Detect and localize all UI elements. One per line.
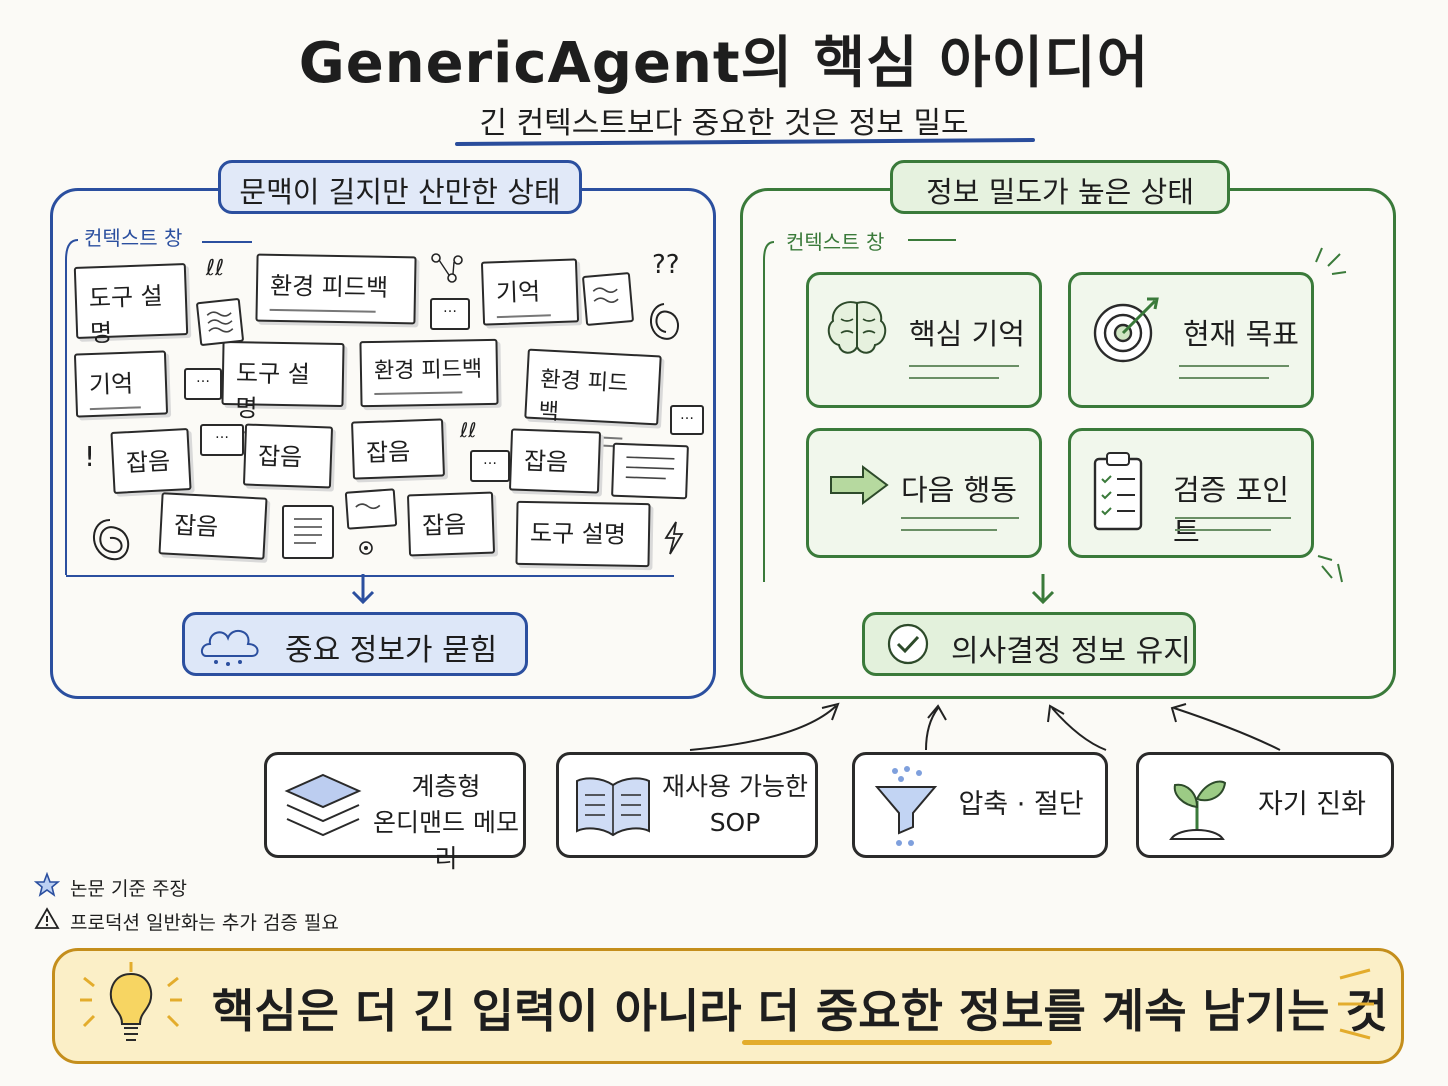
page-subtitle: 긴 컨텍스트보다 중요한 것은 정보 밀도 bbox=[479, 106, 969, 141]
note-noise-6: 잡음 bbox=[406, 491, 496, 557]
card-verification-points: 검증 포인트 bbox=[1068, 428, 1314, 558]
question-marks-icon: ?? bbox=[652, 250, 680, 280]
cloud-dots-icon bbox=[200, 629, 259, 666]
footnote-production-caveat: 프로덕션 일반화는 추가 검증 필요 bbox=[70, 912, 339, 934]
book-icon bbox=[576, 777, 650, 837]
card-core-memory-label: 핵심 기억 bbox=[909, 317, 1025, 351]
note-noise-5: 잡음 bbox=[158, 492, 268, 560]
card-next-action-label: 다음 행동 bbox=[901, 473, 1017, 507]
card-underline bbox=[909, 377, 999, 379]
ellipsis-bubble-icon: … bbox=[430, 298, 470, 330]
feature-line2: 온디맨드 메모리 bbox=[373, 808, 519, 873]
ellipsis-bubble-icon: … bbox=[200, 424, 244, 456]
feature-line1: 재사용 가능한 bbox=[662, 772, 808, 801]
dense-context-title: 정보 밀도가 높은 상태 bbox=[890, 160, 1230, 214]
note-memory-1: 기억 bbox=[480, 258, 580, 326]
feature-compression-truncation: 압축 · 절단 bbox=[852, 752, 1108, 858]
card-underline bbox=[1175, 529, 1271, 531]
scribble-note-icon bbox=[581, 272, 635, 326]
ellipsis-bubble-icon: … bbox=[670, 405, 704, 435]
feature-line1: 계층형 bbox=[411, 772, 481, 801]
left-context-bottom-line bbox=[66, 575, 674, 577]
squiggle-icon: ℓℓ bbox=[206, 256, 225, 281]
card-underline bbox=[901, 517, 1019, 519]
sparkle-lines-icon bbox=[1338, 968, 1374, 1040]
down-arrow-icon bbox=[1031, 574, 1055, 605]
footnote-paper-claim: 논문 기준 주장 bbox=[70, 878, 187, 900]
note-tool-description-2: 도구 설명 bbox=[221, 340, 345, 435]
key-takeaway-text: 핵심은 더 긴 입력이 아니라 더 중요한 정보를 계속 남기는 것 bbox=[212, 984, 1388, 1038]
feature-line1: 압축 · 절단 bbox=[958, 789, 1084, 820]
left-context-window-label: 컨텍스트 창 bbox=[84, 226, 183, 250]
key-takeaway-banner bbox=[52, 948, 1404, 1064]
card-current-goal: 현재 목표 bbox=[1068, 272, 1314, 408]
down-arrow-icon bbox=[351, 574, 375, 605]
ellipsis-bubble-icon: … bbox=[184, 368, 222, 400]
scatter-nodes-icon bbox=[431, 253, 463, 283]
note-noise-2: 잡음 bbox=[242, 423, 334, 489]
sparkle-lines-icon bbox=[1315, 247, 1347, 275]
tangle-scribble-icon bbox=[93, 519, 130, 561]
feature-line2: SOP bbox=[709, 808, 761, 837]
card-underline bbox=[1175, 517, 1291, 519]
card-next-action: 다음 행동 bbox=[806, 428, 1042, 558]
left-context-bracket bbox=[65, 239, 252, 575]
note-tool-description-3: 도구 설명 bbox=[515, 500, 651, 568]
note-noise-3: 잡음 bbox=[351, 418, 445, 480]
star-icon bbox=[34, 872, 60, 897]
brain-icon bbox=[827, 301, 887, 354]
scribble-note-icon bbox=[195, 297, 245, 347]
card-underline bbox=[901, 529, 997, 531]
note-noise-4: 잡음 bbox=[508, 428, 602, 494]
right-context-bracket bbox=[763, 239, 956, 582]
note-env-feedback-3: 환경 피드백 bbox=[524, 348, 662, 448]
sparkle-lines-icon bbox=[1317, 555, 1343, 583]
arrow-right-icon bbox=[830, 465, 889, 505]
card-core-memory: 핵심 기억 bbox=[806, 272, 1042, 408]
exclamation-icon: ! bbox=[84, 440, 96, 473]
note-noise-1: 잡음 bbox=[110, 428, 192, 494]
clipboard-checklist-icon bbox=[1093, 452, 1143, 531]
card-verification-points-label: 검증 포인트 bbox=[1173, 473, 1289, 549]
scattered-context-title: 문맥이 길지만 산만한 상태 bbox=[218, 160, 582, 214]
lightbulb-icon bbox=[80, 962, 182, 1041]
note-env-feedback-2: 환경 피드백 bbox=[359, 338, 499, 408]
buried-info-result: 중요 정보가 묻힘 bbox=[182, 612, 528, 676]
target-icon bbox=[1093, 297, 1159, 363]
note-env-feedback-1: 환경 피드백 bbox=[255, 253, 417, 325]
feature-self-evolution: 자기 진화 bbox=[1136, 752, 1394, 858]
page-title: GenericAgent의 핵심 아이디어 bbox=[298, 31, 1150, 96]
scribble-note-icon bbox=[344, 488, 398, 530]
warning-icon bbox=[34, 907, 60, 929]
lined-note-icon bbox=[282, 505, 334, 559]
key-takeaway-underline bbox=[742, 1040, 1052, 1045]
note-tool-description-1: 도구 설명 bbox=[73, 263, 189, 359]
right-context-window-label: 컨텍스트 창 bbox=[786, 230, 885, 254]
card-underline bbox=[1179, 377, 1269, 379]
squiggle-icon: ℓℓ bbox=[460, 418, 477, 442]
funnel-icon bbox=[874, 766, 938, 846]
tangle-scribble-icon bbox=[650, 303, 679, 340]
feature-reusable-sop: 재사용 가능한 SOP bbox=[556, 752, 818, 858]
note-memory-2: 기억 bbox=[73, 350, 169, 418]
card-underline bbox=[1179, 365, 1289, 367]
ellipsis-bubble-icon: … bbox=[470, 450, 510, 482]
decision-info-result: 의사결정 정보 유지 bbox=[862, 612, 1196, 676]
layers-icon bbox=[284, 773, 362, 837]
card-current-goal-label: 현재 목표 bbox=[1183, 317, 1299, 351]
feature-arrows bbox=[689, 702, 1281, 751]
lined-note-icon bbox=[611, 442, 689, 500]
lightning-icon bbox=[664, 521, 684, 555]
small-gear-icon bbox=[359, 541, 373, 555]
card-underline bbox=[909, 365, 1019, 367]
check-circle-icon bbox=[887, 623, 929, 665]
feature-line1: 자기 진화 bbox=[1258, 789, 1366, 820]
sprout-icon bbox=[1169, 780, 1227, 840]
